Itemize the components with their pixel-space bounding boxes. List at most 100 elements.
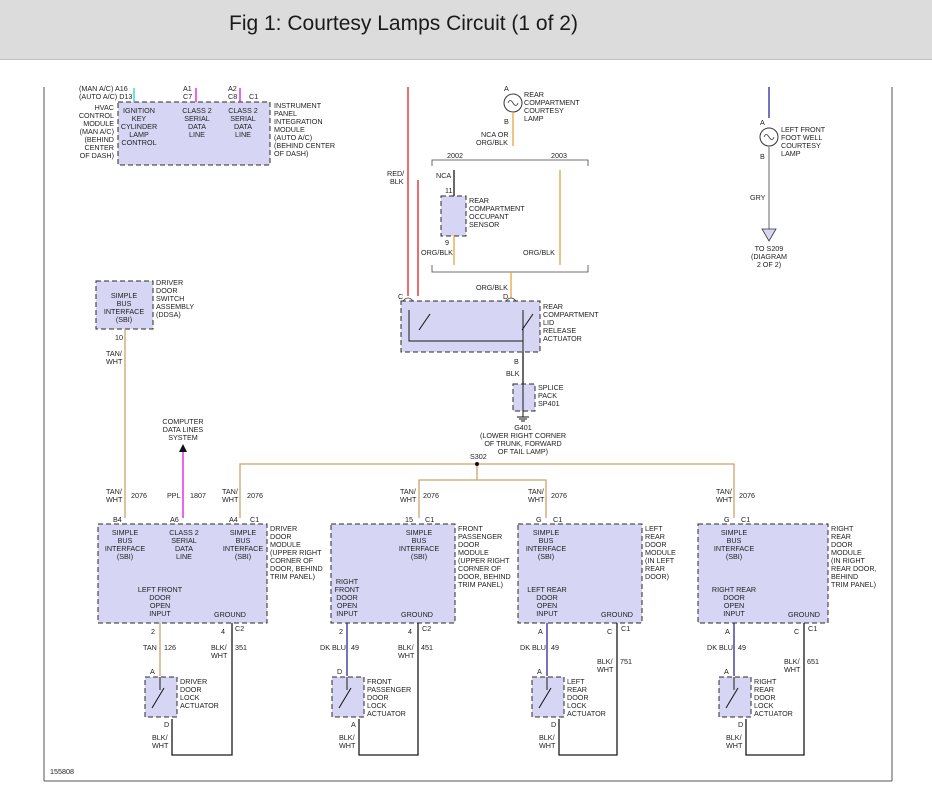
- lf-filament-icon: [763, 134, 775, 140]
- svg-text:WHT: WHT: [152, 741, 169, 750]
- svg-text:REAR: REAR: [543, 302, 563, 311]
- drv-input: LEFT FRONT DOOR OPEN INPUT: [138, 585, 183, 618]
- svg-text:INTERFACE: INTERFACE: [714, 544, 755, 553]
- svg-text:DOOR, BEHIND: DOOR, BEHIND: [270, 564, 323, 573]
- svg-text:DOOR: DOOR: [536, 593, 558, 602]
- fp-c-gnd: 451: [421, 643, 433, 652]
- svg-text:INTERFACE: INTERFACE: [526, 544, 567, 553]
- s302-splice-dot: [475, 462, 479, 466]
- svg-text:BLK/: BLK/: [152, 733, 168, 742]
- svg-text:OPEN: OPEN: [537, 601, 557, 610]
- ipm-pin-c7: C7: [183, 92, 192, 101]
- drv-func1: SIMPLE BUS INTERFACE (SBI): [105, 528, 146, 561]
- svg-text:KEY: KEY: [132, 114, 147, 123]
- svg-text:DRIVER: DRIVER: [156, 278, 183, 287]
- svg-text:COMPARTMENT: COMPARTMENT: [524, 98, 580, 107]
- lr-gnd-wire: [558, 623, 618, 756]
- svg-text:DOOR: DOOR: [567, 693, 589, 702]
- fp-circ: 2076: [423, 491, 439, 500]
- lr-label: LEFT REAR DOOR MODULE (IN LEFT REAR DOOR…: [645, 524, 676, 581]
- svg-text:WHT: WHT: [339, 741, 356, 750]
- rr-lock-actuator: A D RIGHT REAR DOOR LOCK ACTUATOR BLK/ W…: [718, 667, 793, 750]
- drv-w-in: TAN: [143, 643, 157, 652]
- svg-text:SIMPLE: SIMPLE: [112, 528, 139, 537]
- svg-text:G401: G401: [514, 423, 532, 432]
- svg-text:OF TRUNK, FORWARD: OF TRUNK, FORWARD: [484, 439, 561, 448]
- off-page-arrow-icon: [761, 228, 777, 242]
- ipm-pin-c1: C1: [249, 92, 258, 101]
- svg-text:D: D: [164, 720, 169, 729]
- lr-wire-a: TAN/: [528, 487, 544, 496]
- rear-lamp-label: REAR COMPARTMENT COURTESY LAMP: [524, 90, 580, 123]
- drv-pin-c1: C1: [250, 515, 259, 524]
- svg-text:(SBI): (SBI): [235, 552, 251, 561]
- svg-text:OCCUPANT: OCCUPANT: [469, 212, 509, 221]
- rr-wire-a: TAN/: [716, 487, 732, 496]
- drv-w-gnd-a: BLK/: [211, 643, 227, 652]
- drv-c-in: 126: [164, 643, 176, 652]
- ground-label: G401 (LOWER RIGHT CORNER OF TRUNK, FORWA…: [480, 423, 566, 456]
- lid-actuator-box: [400, 300, 541, 353]
- svg-text:DOOR: DOOR: [367, 693, 389, 702]
- drv-pin-b4: B4: [113, 515, 122, 524]
- svg-text:BUS: BUS: [727, 536, 742, 545]
- svg-text:BEHIND: BEHIND: [831, 572, 858, 581]
- svg-text:BUS: BUS: [539, 536, 554, 545]
- svg-text:ASSEMBLY: ASSEMBLY: [156, 302, 194, 311]
- rr-w-gnd-a: BLK/: [784, 657, 800, 666]
- lr-w-in: DK BLU: [520, 643, 546, 652]
- svg-text:LINE: LINE: [235, 130, 251, 139]
- lid-wire-top: ORG/BLK: [476, 283, 508, 292]
- svg-text:DOOR: DOOR: [180, 685, 202, 694]
- svg-text:LAMP: LAMP: [524, 114, 544, 123]
- svg-text:IGNITION: IGNITION: [123, 106, 155, 115]
- ddsa-pin: 10: [115, 333, 123, 342]
- svg-text:FRONT: FRONT: [458, 524, 483, 533]
- svg-text:RIGHT: RIGHT: [754, 677, 777, 686]
- fp-pin-c1: C1: [425, 515, 434, 524]
- lid-pin-c-icon: [402, 297, 414, 302]
- svg-text:SERIAL: SERIAL: [171, 536, 197, 545]
- lid-switch-2: [521, 313, 534, 331]
- svg-text:DRIVER: DRIVER: [180, 677, 207, 686]
- lr-input: LEFT REAR DOOR OPEN INPUT: [527, 585, 566, 618]
- svg-text:(BEHIND: (BEHIND: [84, 135, 114, 144]
- fp-lock-actuator: D A FRONT PASSENGER DOOR LOCK ACTUATOR B…: [331, 667, 411, 750]
- fp-bot-pin-4: 4: [408, 627, 412, 636]
- svg-text:LOCK: LOCK: [367, 701, 387, 710]
- svg-text:WHT: WHT: [726, 741, 743, 750]
- ipm-func-2: CLASS 2 SERIAL DATA LINE: [228, 106, 258, 139]
- fp-w-gnd-b: WHT: [398, 651, 415, 660]
- svg-text:PASSENGER: PASSENGER: [458, 532, 502, 541]
- fp-gnd-wire: [358, 623, 419, 756]
- svg-text:SIMPLE: SIMPLE: [111, 291, 138, 300]
- fp-input: RIGHT FRONT DOOR OPEN INPUT: [335, 577, 360, 618]
- svg-text:REAR: REAR: [645, 564, 665, 573]
- svg-text:BLK/: BLK/: [339, 733, 355, 742]
- ddsa-label: DRIVER DOOR SWITCH ASSEMBLY (DDSA): [156, 278, 194, 319]
- svg-text:DOOR: DOOR: [336, 593, 358, 602]
- svg-text:OF TAIL LAMP): OF TAIL LAMP): [498, 447, 548, 456]
- ground-icon: [517, 416, 529, 422]
- lf-lamp-wire: GRY: [750, 193, 766, 202]
- svg-text:REAR DOOR,: REAR DOOR,: [831, 564, 877, 573]
- svg-text:(UPPER RIGHT: (UPPER RIGHT: [270, 548, 322, 557]
- splice-label: SPLICE PACK SP401: [538, 383, 564, 408]
- fp-pin-15: 15: [405, 515, 413, 524]
- svg-text:LEFT REAR: LEFT REAR: [527, 585, 566, 594]
- drv-func2: CLASS 2 SERIAL DATA LINE: [169, 528, 199, 561]
- svg-text:D: D: [337, 667, 342, 676]
- svg-text:MODULE: MODULE: [458, 548, 489, 557]
- lr-wire-b: WHT: [528, 495, 545, 504]
- ipm-pin-a2: A2: [228, 84, 237, 93]
- rr-pin-c1: C1: [741, 515, 750, 524]
- rr-bot-pin-c: C: [794, 627, 799, 636]
- svg-text:OPEN: OPEN: [150, 601, 170, 610]
- svg-text:BUS: BUS: [117, 299, 132, 308]
- svg-text:INPUT: INPUT: [336, 609, 358, 618]
- drv-wire3-a: TAN/: [222, 487, 238, 496]
- svg-text:DOOR: DOOR: [156, 286, 178, 295]
- svg-text:LOCK: LOCK: [180, 693, 200, 702]
- svg-text:CORNER OF: CORNER OF: [270, 556, 314, 565]
- svg-text:COMPARTMENT: COMPARTMENT: [469, 204, 525, 213]
